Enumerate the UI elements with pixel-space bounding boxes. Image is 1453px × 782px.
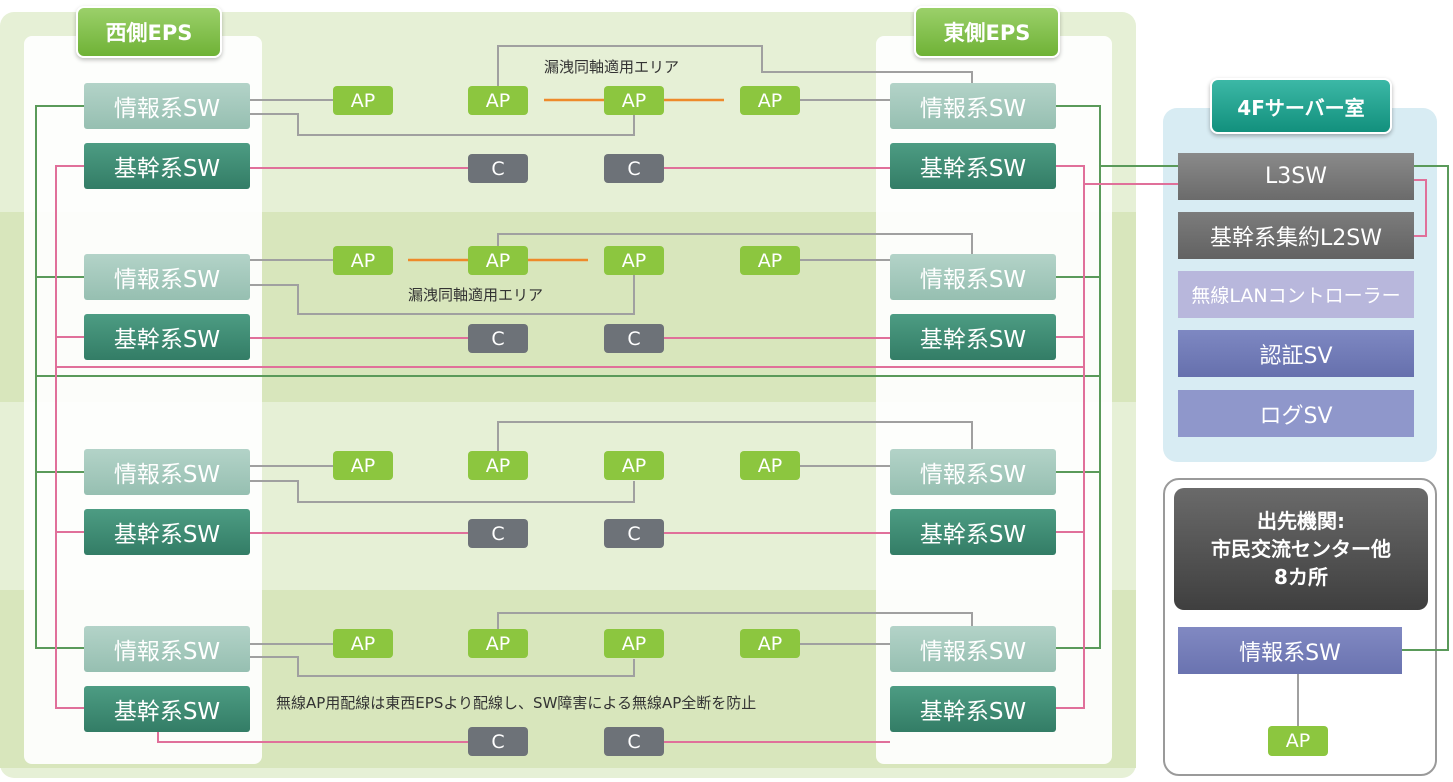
east-eps-badge: 東側EPS: [914, 6, 1060, 58]
access-point: AP: [333, 86, 393, 115]
access-point: AP: [604, 246, 664, 275]
access-point: AP: [740, 86, 800, 115]
east-info-switch-floor4: 情報系SW: [890, 626, 1056, 672]
access-point: AP: [468, 451, 528, 480]
leaky-coax-area-label: 漏洩同軸適用エリア: [544, 58, 680, 76]
east-info-switch-floor3: 情報系SW: [890, 449, 1056, 495]
east-info-switch-floor1: 情報系SW: [890, 83, 1056, 129]
access-point: AP: [333, 629, 393, 658]
core-aggregation-l2-switch: 基幹系集約L2SW: [1178, 212, 1414, 259]
west-info-switch-floor3: 情報系SW: [84, 449, 250, 495]
branch-title-line3: 8カ所: [1274, 565, 1328, 589]
west-core-switch-floor2: 基幹系SW: [84, 314, 250, 360]
leaky-coax-area-label: 漏洩同軸適用エリア: [408, 286, 544, 304]
controller-node: C: [604, 324, 664, 353]
west-core-switch-floor1: 基幹系SW: [84, 143, 250, 189]
branch-info-switch: 情報系SW: [1178, 627, 1402, 674]
l3-switch: L3SW: [1178, 153, 1414, 200]
branch-title-line2: 市民交流センター他: [1211, 537, 1391, 561]
west-core-switch-floor3: 基幹系SW: [84, 509, 250, 555]
controller-node: C: [604, 154, 664, 183]
wiring-note: 無線AP用配線は東西EPSより配線し、SW障害による無線AP全断を防止: [276, 694, 757, 712]
controller-node: C: [468, 324, 528, 353]
branch-access-point: AP: [1268, 726, 1328, 756]
east-info-switch-floor2: 情報系SW: [890, 254, 1056, 300]
controller-node: C: [604, 519, 664, 548]
west-info-switch-floor2: 情報系SW: [84, 254, 250, 300]
branch-title-line1: 出先機関:: [1257, 509, 1345, 533]
access-point: AP: [740, 451, 800, 480]
access-point: AP: [468, 629, 528, 658]
access-point: AP: [333, 451, 393, 480]
east-core-switch-floor4: 基幹系SW: [890, 686, 1056, 732]
west-eps-badge: 西側EPS: [76, 6, 222, 58]
auth-server: 認証SV: [1178, 330, 1414, 377]
access-point: AP: [740, 629, 800, 658]
controller-node: C: [604, 727, 664, 756]
east-core-switch-floor3: 基幹系SW: [890, 509, 1056, 555]
controller-node: C: [468, 727, 528, 756]
east-core-switch-floor1: 基幹系SW: [890, 143, 1056, 189]
wireless-lan-controller: 無線LANコントローラー: [1178, 271, 1414, 318]
access-point: AP: [468, 86, 528, 115]
west-info-switch-floor1: 情報系SW: [84, 83, 250, 129]
controller-node: C: [468, 519, 528, 548]
controller-node: C: [468, 154, 528, 183]
access-point: AP: [740, 246, 800, 275]
access-point: AP: [604, 86, 664, 115]
branch-office-header: 出先機関: 市民交流センター他 8カ所: [1174, 488, 1428, 610]
server-room-badge: 4Fサーバー室: [1210, 78, 1392, 134]
access-point: AP: [604, 451, 664, 480]
access-point: AP: [468, 246, 528, 275]
access-point: AP: [333, 246, 393, 275]
access-point: AP: [604, 629, 664, 658]
west-info-switch-floor4: 情報系SW: [84, 626, 250, 672]
log-server: ログSV: [1178, 390, 1414, 437]
west-core-switch-floor4: 基幹系SW: [84, 686, 250, 732]
east-core-switch-floor2: 基幹系SW: [890, 314, 1056, 360]
